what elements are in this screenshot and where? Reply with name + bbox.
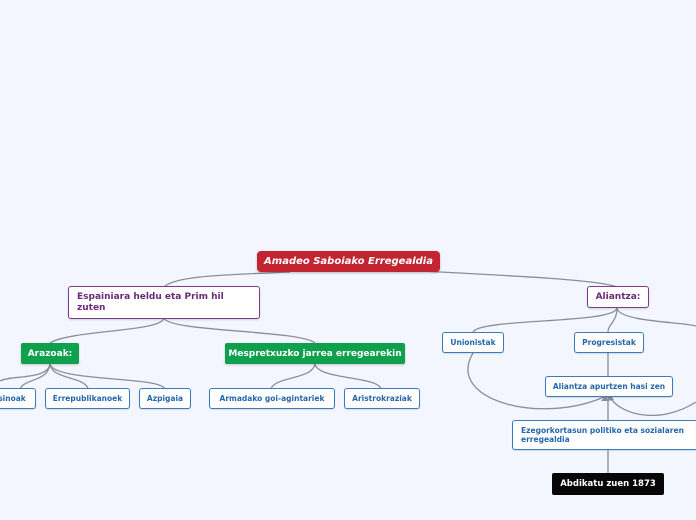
root-topic-label: Amadeo Saboiako Erregealdia <box>264 256 433 267</box>
subtopic-ezegorkortasun-label: Ezegorkortasun politiko eta sozialaren e… <box>521 426 684 444</box>
subtopic-armadako-label: Armadako goi-agintariek <box>219 394 325 403</box>
subtopic-progresistak[interactable]: Progresistak <box>574 332 644 353</box>
link-arazoak-3 <box>49 363 89 390</box>
subtopic-armadako[interactable]: Armadako goi-agintariek <box>209 388 335 409</box>
subtopic-partial-label: sinoak <box>0 394 26 403</box>
link-root-right <box>399 269 618 288</box>
subtopic-ezegorkortasun[interactable]: Ezegorkortasun politiko eta sozialaren e… <box>512 420 696 450</box>
topic-arazoak-label: Arazoak: <box>27 348 73 359</box>
topic-left-branch[interactable]: Espainiara heldu eta Prim hil zuten <box>68 286 260 319</box>
topic-mespretxuzko[interactable]: Mespretxuzko jarrea erregearekin <box>225 343 405 364</box>
link-mesp-2 <box>314 363 382 390</box>
subtopic-aliantza-apurtzen[interactable]: Aliantza apurtzen hasi zen <box>545 376 673 397</box>
topic-aliantza-label: Aliantza: <box>595 292 641 302</box>
link-right-breakup <box>609 396 696 416</box>
subtopic-abdikatu-label: Abdikatu zuen 1873 <box>560 479 656 489</box>
subtopic-azpigaia-label: Azpigaia <box>146 394 184 403</box>
link-arazoak-1 <box>0 363 51 382</box>
subtopic-aristrokraziak[interactable]: Aristrokraziak <box>344 388 420 409</box>
link-mesp-1 <box>270 363 316 390</box>
link-all-prog <box>607 307 618 333</box>
subtopic-unionistak[interactable]: Unionistak <box>442 332 504 353</box>
subtopic-errepublikanoek-label: Errepublikanoek <box>52 394 123 403</box>
link-arrowhead <box>607 394 614 401</box>
subtopic-aliantza-apurtzen-label: Aliantza apurtzen hasi zen <box>552 382 666 391</box>
link-union-breakup <box>467 352 605 410</box>
topic-left-branch-label: Espainiara heldu eta Prim hil zuten <box>77 291 224 313</box>
link-left-arazoak <box>49 317 165 344</box>
link-arazoak-4 <box>49 363 166 390</box>
topic-arazoak[interactable]: Arazoak: <box>21 343 79 364</box>
subtopic-errepublikanoek[interactable]: Errepublikanoek <box>45 388 130 409</box>
subtopic-unionistak-label: Unionistak <box>450 338 496 347</box>
topic-mespretxuzko-label: Mespretxuzko jarrea erregearekin <box>228 348 402 359</box>
link-all-union <box>472 307 618 333</box>
link-left-mespretxu <box>163 317 316 344</box>
topic-aliantza[interactable]: Aliantza: <box>587 286 649 308</box>
link-root-left <box>163 271 291 288</box>
root-topic[interactable]: Amadeo Saboiako Erregealdia <box>257 251 440 272</box>
subtopic-partial[interactable]: sinoak <box>0 388 36 409</box>
subtopic-progresistak-label: Progresistak <box>582 338 636 347</box>
subtopic-abdikatu[interactable]: Abdikatu zuen 1873 <box>552 473 664 495</box>
link-all-right <box>616 307 696 327</box>
subtopic-aristrokraziak-label: Aristrokraziak <box>352 394 412 403</box>
link-arazoak-2 <box>19 363 51 390</box>
subtopic-azpigaia[interactable]: Azpigaia <box>139 388 191 409</box>
